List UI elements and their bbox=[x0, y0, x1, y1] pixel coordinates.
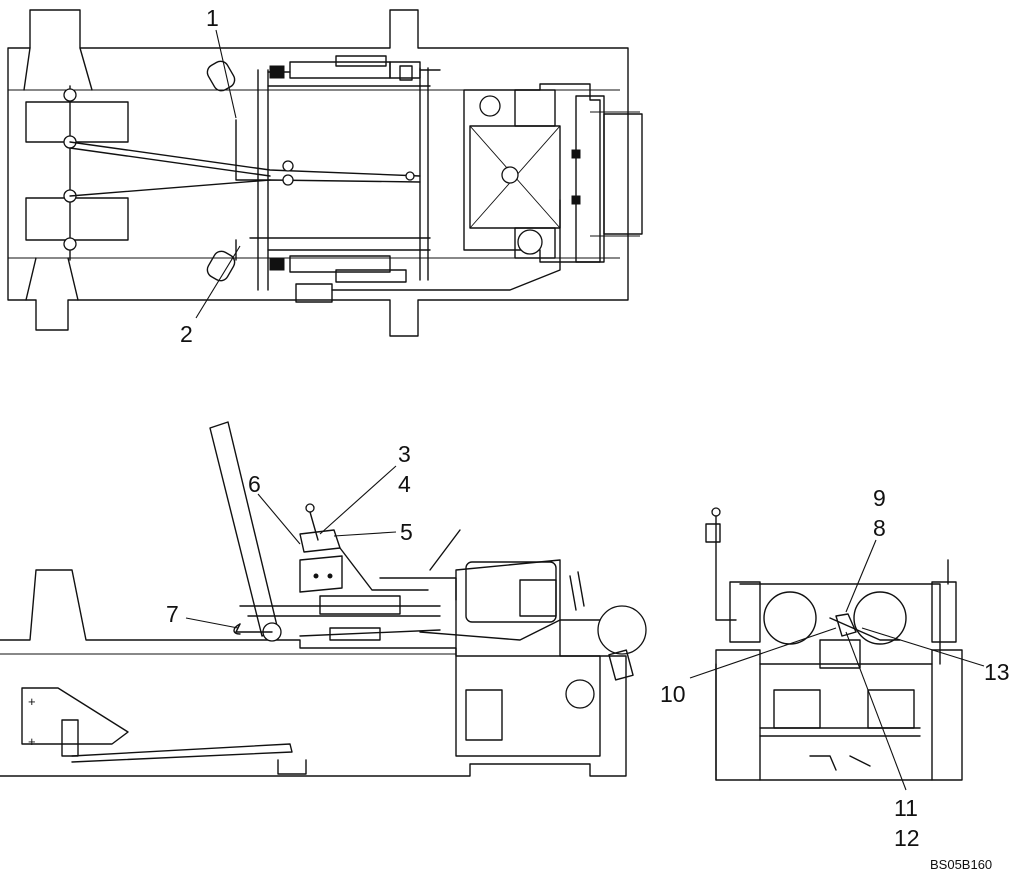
callout-13: 13 bbox=[984, 659, 1010, 685]
callout-9: 9 bbox=[873, 485, 886, 511]
callout-11: 11 bbox=[894, 795, 918, 821]
callout-12: 12 bbox=[894, 825, 920, 851]
drawing-code: BS05B160 bbox=[930, 857, 992, 872]
callout-1: 1 bbox=[206, 5, 219, 31]
callout-labels: 1 2 3 4 5 6 7 8 9 10 11 12 13 BS05B160 bbox=[166, 5, 1010, 872]
callout-7: 7 bbox=[166, 601, 179, 627]
rear-view bbox=[705, 507, 963, 781]
callout-3: 3 bbox=[398, 441, 411, 467]
leader-lines bbox=[185, 29, 985, 791]
callout-4: 4 bbox=[398, 471, 411, 497]
callout-8: 8 bbox=[873, 515, 886, 541]
callout-6: 6 bbox=[248, 471, 261, 497]
top-view bbox=[7, 9, 643, 337]
side-view: + + bbox=[0, 421, 647, 777]
svg-text:+: + bbox=[28, 694, 36, 709]
svg-text:+: + bbox=[28, 734, 36, 749]
callout-5: 5 bbox=[400, 519, 413, 545]
callout-10: 10 bbox=[660, 681, 686, 707]
callout-2: 2 bbox=[180, 321, 193, 347]
